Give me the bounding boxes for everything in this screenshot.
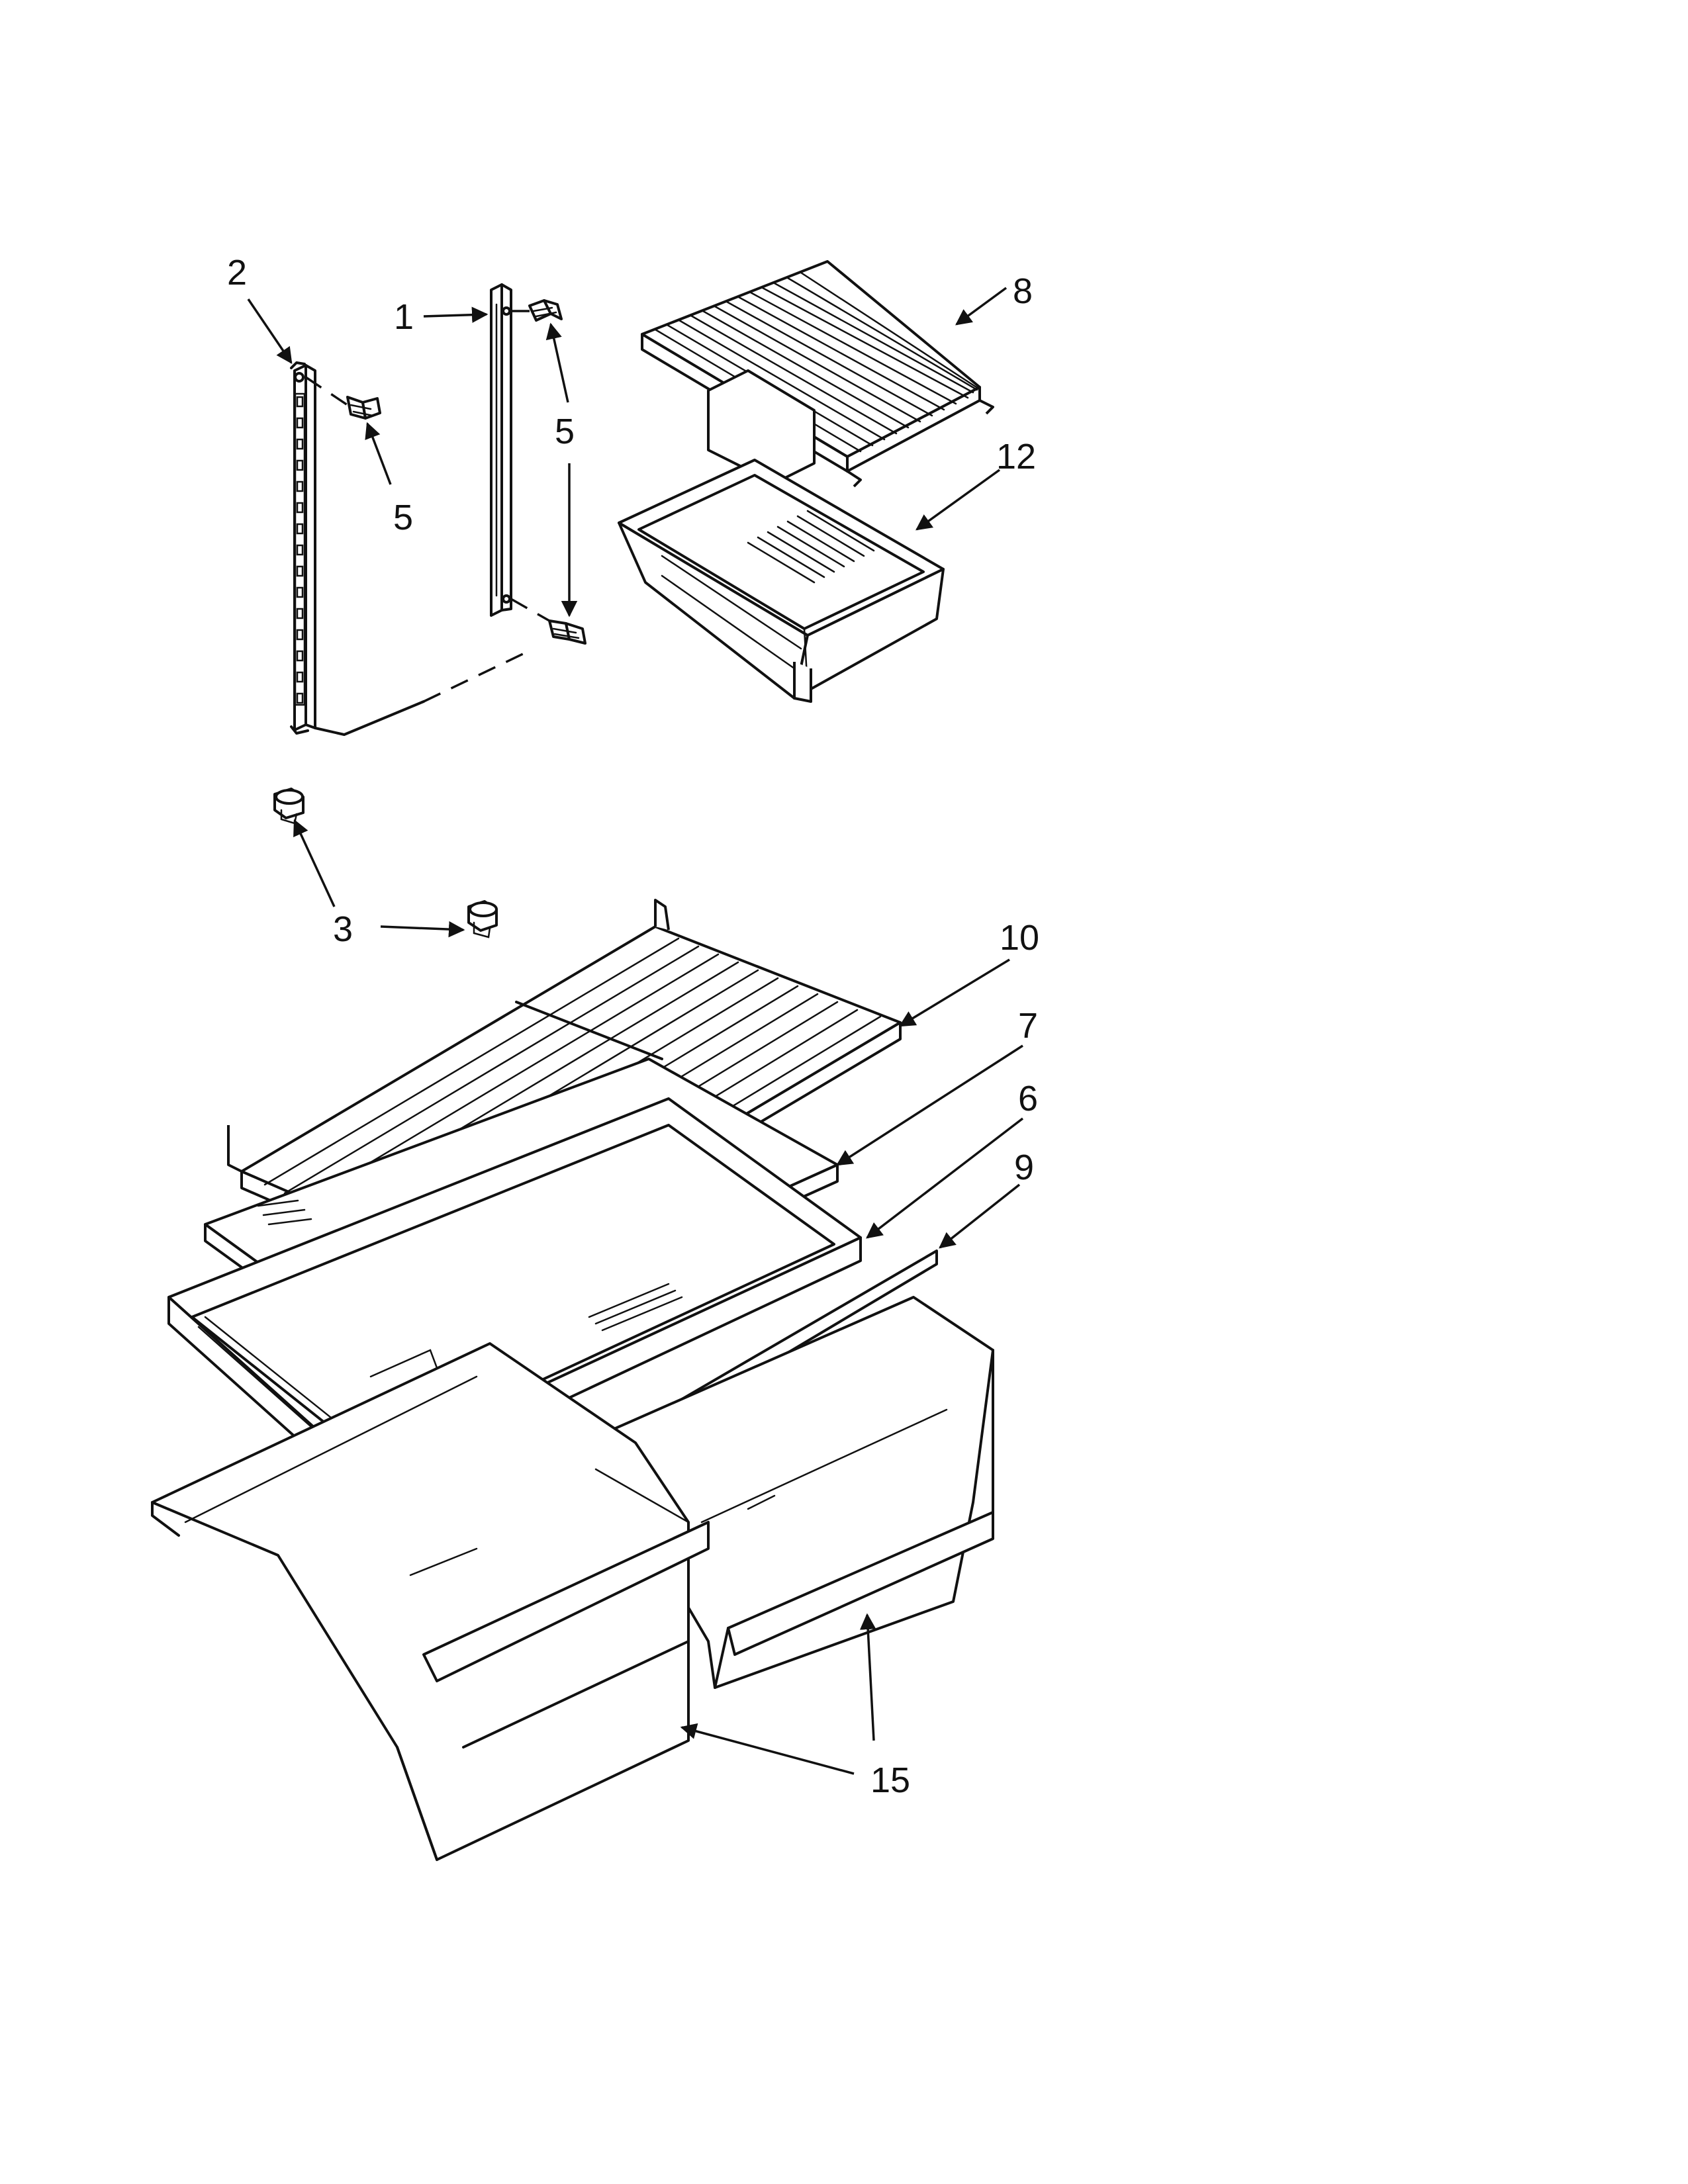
ladder-connection-line bbox=[314, 700, 425, 736]
callout-7: 7 bbox=[1018, 1006, 1038, 1046]
callout-10: 10 bbox=[1000, 918, 1039, 958]
shelf-ladder-right bbox=[490, 283, 550, 622]
callout-12: 12 bbox=[996, 437, 1036, 477]
deli-drawer bbox=[618, 459, 945, 703]
screw-icon bbox=[528, 299, 563, 322]
callout-labels: 2 1 5 5 3 8 12 10 7 6 9 15 bbox=[227, 253, 1039, 1800]
callout-5-left: 5 bbox=[393, 498, 413, 537]
callout-9: 9 bbox=[1014, 1148, 1034, 1187]
callout-15: 15 bbox=[870, 1760, 910, 1800]
shelf-stop-icon bbox=[273, 788, 305, 825]
callout-1: 1 bbox=[394, 297, 414, 337]
shelf-stop-icon bbox=[467, 900, 498, 938]
callout-6: 6 bbox=[1018, 1079, 1038, 1118]
tray-ribs bbox=[747, 510, 875, 584]
screw-icon bbox=[548, 619, 586, 645]
ladder-connection-dash bbox=[423, 653, 524, 703]
callout-3: 3 bbox=[333, 909, 353, 949]
leader-arrows bbox=[247, 287, 1024, 1775]
callout-2: 2 bbox=[227, 253, 247, 293]
shelf-ladder-left bbox=[290, 361, 348, 735]
callout-5-right: 5 bbox=[555, 412, 575, 451]
screw-icon bbox=[346, 396, 381, 420]
ladder-slots bbox=[296, 396, 304, 704]
callout-8: 8 bbox=[1013, 271, 1033, 311]
wire-shelf-small bbox=[641, 260, 994, 488]
crisper-drawer-left bbox=[151, 1342, 710, 1861]
